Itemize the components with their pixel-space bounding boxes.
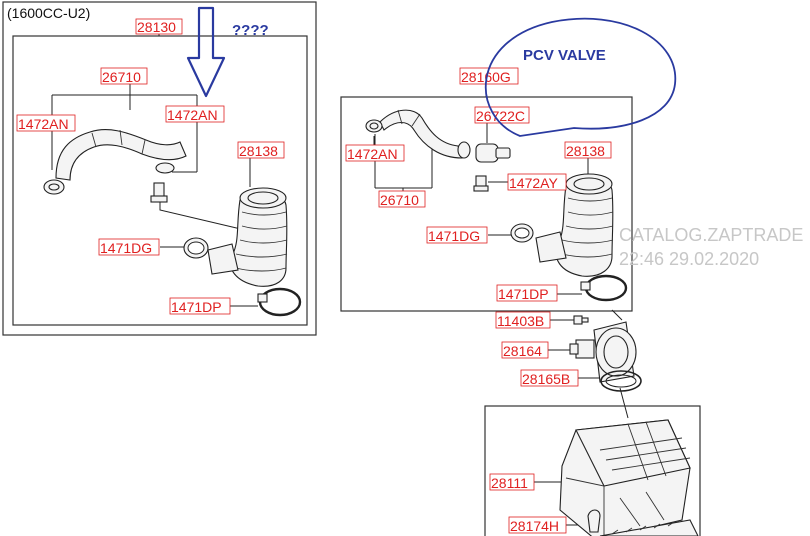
sensor-gasket-icon [600, 370, 642, 392]
left-label-1472an-b: 1472AN [165, 105, 225, 123]
left-clamp-a-icon [43, 179, 65, 195]
right-label-1472ay: 1472AY [507, 173, 567, 191]
pcv-valve-callout: PCV VALVE [485, 17, 677, 137]
svg-text:1472AN: 1472AN [167, 107, 218, 123]
right-label-28165b: 28165B [520, 369, 579, 387]
svg-text:26710: 26710 [102, 69, 141, 85]
left-label-28138: 28138 [237, 141, 285, 159]
right-pcv-fitting-icon [473, 175, 489, 192]
right-label-1471dp: 1471DP [496, 284, 558, 302]
watermark-line-2: 22:46 29.02.2020 [619, 249, 759, 269]
svg-text:1472AY: 1472AY [509, 175, 558, 191]
right-intake-duct-icon [535, 173, 614, 277]
svg-text:28164: 28164 [503, 343, 542, 359]
svg-text:28130: 28130 [137, 19, 176, 35]
right-panel: 28160G 26722C 28138 1472AN 1472AY 26710 … [340, 17, 701, 536]
right-label-28111: 28111 [489, 473, 535, 491]
air-flow-sensor-icon [569, 321, 637, 383]
svg-text:28138: 28138 [239, 143, 278, 159]
right-hose-clamp-icon [510, 223, 534, 243]
svg-text:1471DP: 1471DP [171, 299, 222, 315]
right-label-26722c: 26722C [474, 106, 530, 124]
right-clamp-b-icon [457, 141, 471, 159]
left-label-1471dp: 1471DP [169, 297, 231, 315]
svg-text:11403B: 11403B [497, 313, 544, 329]
right-label-1471dg: 1471DG [426, 226, 488, 244]
left-label-1471dg: 1471DG [98, 238, 160, 256]
left-duct-clamp-icon [257, 287, 302, 317]
right-clamp-a-icon [365, 119, 383, 133]
left-breather-hose-icon [55, 129, 187, 181]
left-leader-lines [51, 34, 258, 307]
left-pcv-fitting-icon [150, 182, 168, 203]
pcv-valve-note: PCV VALVE [523, 47, 606, 64]
filter-element-icon [599, 519, 699, 536]
svg-text:28165B: 28165B [522, 371, 570, 387]
air-cleaner-frame [484, 405, 701, 536]
right-label-28138: 28138 [564, 141, 612, 159]
svg-text:26710: 26710 [380, 192, 419, 208]
svg-text:1471DG: 1471DG [100, 240, 152, 256]
down-arrow-annotation-icon [186, 6, 226, 98]
svg-text:1471DG: 1471DG [428, 228, 480, 244]
drain-hose-icon [587, 509, 601, 533]
right-label-11403b: 11403B [495, 311, 551, 329]
svg-text:28111: 28111 [491, 475, 528, 491]
right-label-26710: 26710 [378, 190, 426, 208]
bolt-icon [573, 315, 589, 325]
left-hose-clamp-icon [183, 237, 209, 259]
svg-text:1471DP: 1471DP [498, 286, 549, 302]
right-label-28164: 28164 [501, 341, 549, 359]
svg-text:26722C: 26722C [476, 108, 525, 124]
left-panel: (1600CC-U2) [2, 1, 317, 336]
pcv-valve-icon [475, 143, 511, 163]
watermark-line-1: CATALOG.ZAPTRADE [619, 225, 803, 245]
left-label-26710: 26710 [100, 67, 148, 85]
variant-label: (1600CC-U2) [7, 5, 90, 21]
left-panel-inner-frame [12, 35, 308, 326]
right-label-1472an: 1472AN [345, 144, 405, 162]
left-clamp-b-icon [155, 162, 175, 174]
right-duct-clamp-icon [580, 274, 628, 302]
left-label-1472an-a: 1472AN [16, 114, 76, 132]
left-intake-duct-icon [207, 187, 288, 287]
svg-text:1472AN: 1472AN [347, 146, 398, 162]
left-panel-outer-frame [2, 1, 317, 336]
right-label-28174h: 28174H [508, 516, 567, 534]
question-note: ???? [232, 22, 269, 39]
left-label-28130: 28130 [135, 18, 183, 35]
air-cleaner-housing-icon [559, 419, 691, 536]
svg-text:28138: 28138 [566, 143, 605, 159]
svg-text:28174H: 28174H [510, 518, 559, 534]
svg-text:1472AN: 1472AN [18, 116, 69, 132]
